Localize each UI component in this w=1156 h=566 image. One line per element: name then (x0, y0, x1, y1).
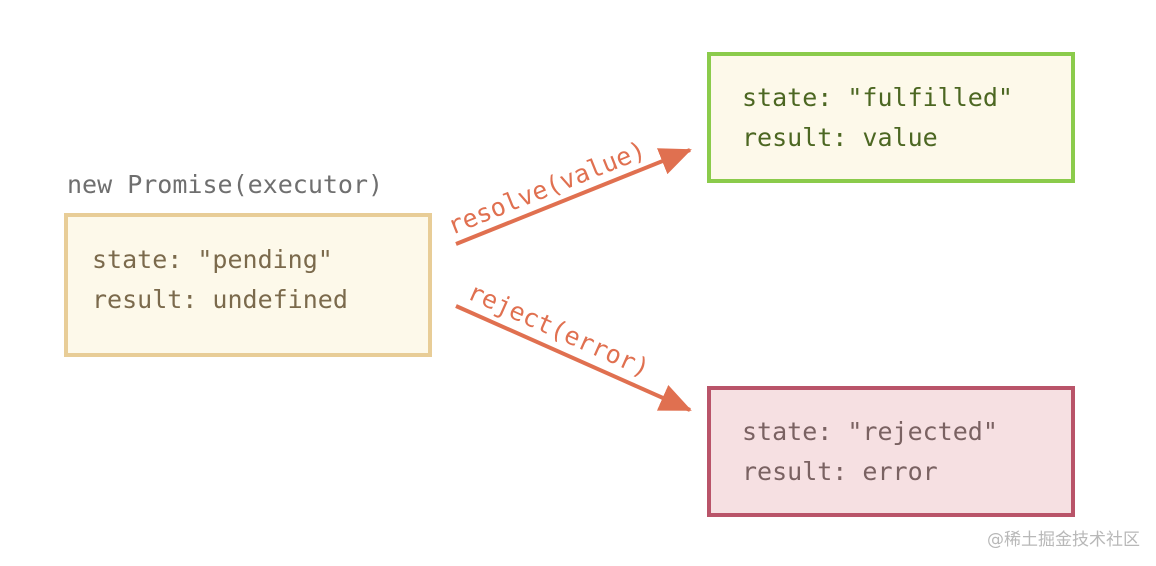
rejected-state-line: state: "rejected" (742, 417, 998, 446)
pending-state-box: state: "pending" result: undefined (64, 213, 432, 357)
rejected-result-line: result: error (742, 457, 938, 486)
watermark: @稀土掘金技术社区 (987, 530, 1140, 550)
fulfilled-state-line: state: "fulfilled" (742, 83, 1013, 112)
promise-constructor-caption: new Promise(executor) (67, 170, 384, 199)
reject-arrow (455, 304, 692, 412)
pending-result-line: result: undefined (92, 285, 348, 314)
resolve-arrow (455, 148, 692, 246)
fulfilled-state-box: state: "fulfilled" result: value (707, 52, 1075, 183)
pending-state-line: state: "pending" (92, 245, 333, 274)
resolve-label: resolve(value) (443, 135, 649, 241)
reject-label: reject(error) (464, 277, 655, 383)
fulfilled-result-line: result: value (742, 123, 938, 152)
rejected-state-box: state: "rejected" result: error (707, 386, 1075, 517)
